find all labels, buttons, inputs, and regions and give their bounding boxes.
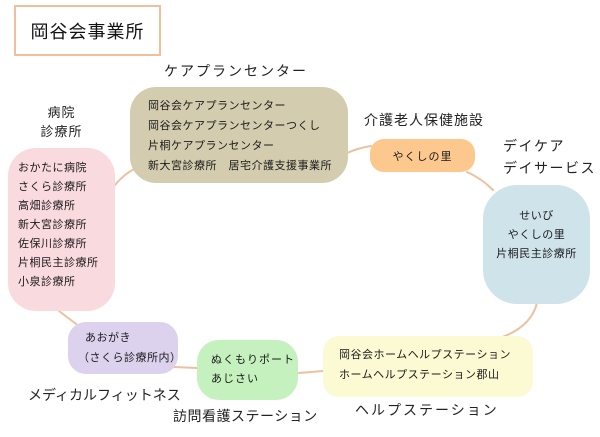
hospital-clinic-box: おかたに病院 さくら診療所 高畑診療所 新大宮診療所 佐保川診療所 片桐民主診療…	[8, 148, 115, 311]
facility-name: あじさい	[211, 372, 259, 385]
elderly-care-facility-label: 介護老人保健施設	[364, 113, 484, 129]
medical-fitness-label: メディカルフィットネス	[28, 388, 181, 404]
day-care-label: デイケア デイサービス	[503, 136, 596, 180]
facility-name: ぬくもりポート	[211, 353, 295, 366]
medical-fitness-box: あおがき （さくら診療所内）	[68, 322, 182, 374]
facility-name: 小泉診療所	[18, 275, 76, 288]
facility-name: 片桐民主診療所	[18, 256, 99, 269]
hospital-clinic-label: 病院 診療所	[8, 104, 115, 142]
facility-name: 岡谷会ケアプランセンター	[148, 99, 286, 112]
facility-name: 新大宮診療所 居宅介護支援事業所	[148, 159, 332, 172]
facility-name: おかたに病院	[18, 161, 87, 174]
facility-name: さくら診療所	[18, 180, 87, 193]
facility-name: 高畑診療所	[18, 199, 76, 212]
facility-name: せいび	[519, 209, 554, 222]
facility-name: 佐保川診療所	[18, 237, 87, 250]
connector-elderly-daycare	[466, 171, 494, 191]
hospital-label-line1: 病院	[47, 106, 76, 121]
day-care-label-line2: デイサービス	[503, 161, 596, 177]
facility-name: 片桐ケアプランセンター	[148, 139, 275, 152]
org-title: 岡谷会事業所	[30, 21, 145, 43]
care-plan-center-box: 岡谷会ケアプランセンター 岡谷会ケアプランセンターつくし 片桐ケアプランセンター…	[130, 87, 348, 183]
connector-daycare-helpstation	[499, 302, 538, 339]
facility-name: 岡谷会ケアプランセンターつくし	[148, 119, 321, 132]
help-station-box: 岡谷会ホームヘルプステーション ホームヘルプステーション郡山	[323, 336, 533, 397]
elderly-care-facility-box: やくしの里	[370, 139, 475, 172]
facility-name: あおがき	[85, 331, 131, 344]
visiting-nurse-label: 訪問看護ステーション	[173, 409, 318, 425]
org-title-box: 岡谷会事業所	[14, 5, 161, 56]
help-station-label: ヘルプステーション	[355, 403, 499, 419]
facility-name: 片桐民主診療所	[496, 247, 577, 260]
facility-name: 新大宮診療所	[18, 218, 87, 231]
facility-name: ホームヘルプステーション郡山	[339, 368, 500, 381]
connector-careplan-elderly	[346, 145, 372, 154]
facility-name: （さくら診療所内）	[78, 351, 182, 364]
connector-nurse-fitness	[173, 366, 198, 369]
visiting-nurse-box: ぬくもりポート あじさい	[197, 340, 298, 400]
day-care-box: せいび やくしの里 片桐民主診療所	[483, 185, 590, 304]
facility-name: やくしの里	[507, 228, 566, 241]
hospital-label-line2: 診療所	[40, 125, 83, 140]
connector-helpstation-nurse	[298, 370, 324, 374]
facility-name: 岡谷会ホームヘルプステーション	[339, 348, 511, 361]
day-care-label-line1: デイケア	[503, 139, 565, 155]
facility-name: やくしの里	[392, 149, 453, 163]
care-plan-center-label: ケアプランセンター	[164, 64, 308, 80]
